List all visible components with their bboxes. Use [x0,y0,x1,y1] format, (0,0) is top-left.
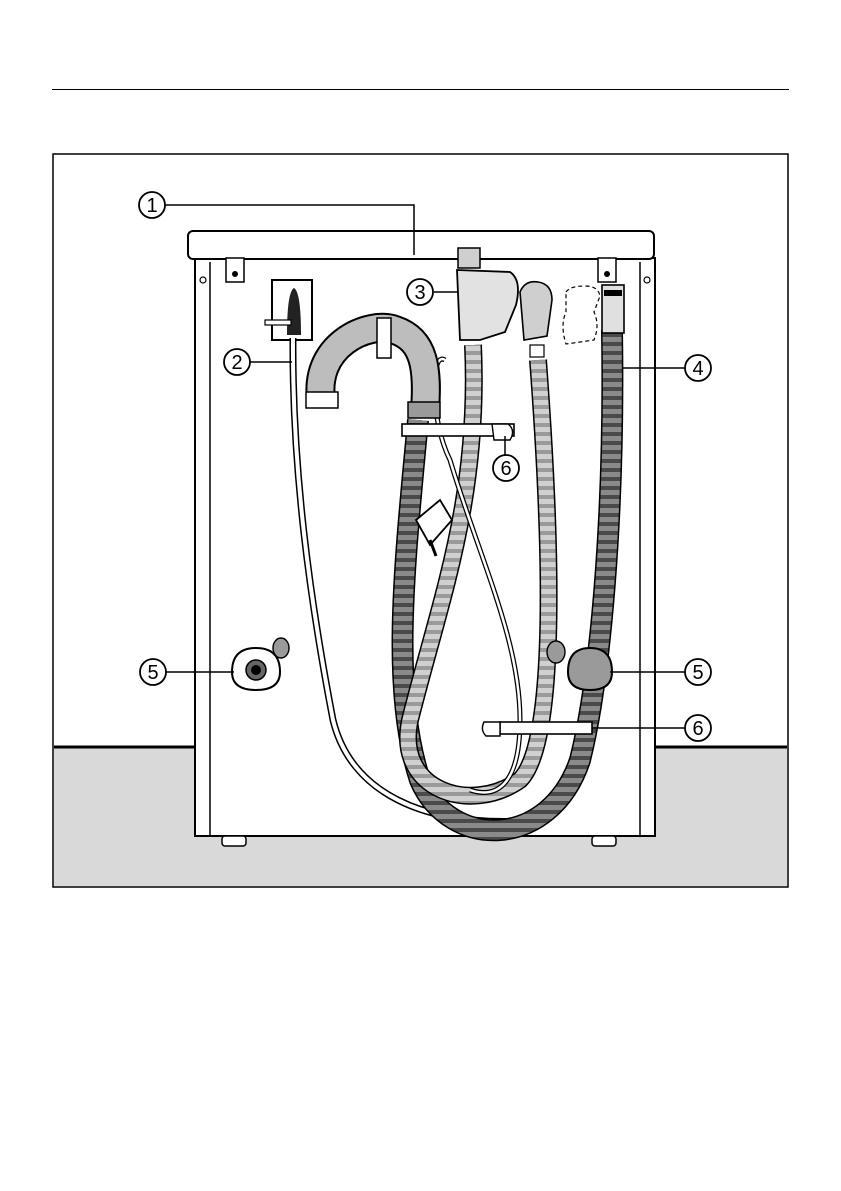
foot-right [592,836,616,846]
callout-6b: 6 [685,715,711,741]
callout-6a: 6 [493,455,519,481]
svg-text:5: 5 [147,662,158,684]
bracket-right-screw [604,271,610,277]
svg-text:3: 3 [414,282,425,304]
callout-2: 2 [224,349,250,375]
svg-text:4: 4 [692,358,703,380]
drain-bend-collar [408,402,440,418]
svg-text:6: 6 [500,458,511,480]
callout-5a: 5 [140,659,166,685]
callout-1: 1 [139,192,165,218]
inlet-valve-nut [458,248,480,268]
callout-4: 4 [685,355,711,381]
hose-coupling-band [604,290,622,296]
bracket-left [226,258,244,282]
svg-text:2: 2 [231,352,242,374]
callout-3: 3 [407,279,433,305]
foot-left [222,836,246,846]
hose-clamp-upper-catch [492,424,513,440]
drain-bend-end [306,392,338,408]
callout-5b: 5 [685,659,711,685]
cable-hook-pin [265,320,291,325]
drain-bend-clip [377,318,391,358]
hose-clamp-lower [500,722,592,734]
bracket-left-screw [232,271,238,277]
svg-text:1: 1 [146,195,157,217]
top-lid [188,231,654,259]
svg-text:5: 5 [692,662,703,684]
valve-tag [530,345,544,357]
valve-cap [520,282,552,340]
hose-clamp-lower-catch [482,722,500,736]
bracket-right [598,258,616,282]
svg-text:6: 6 [692,718,703,740]
